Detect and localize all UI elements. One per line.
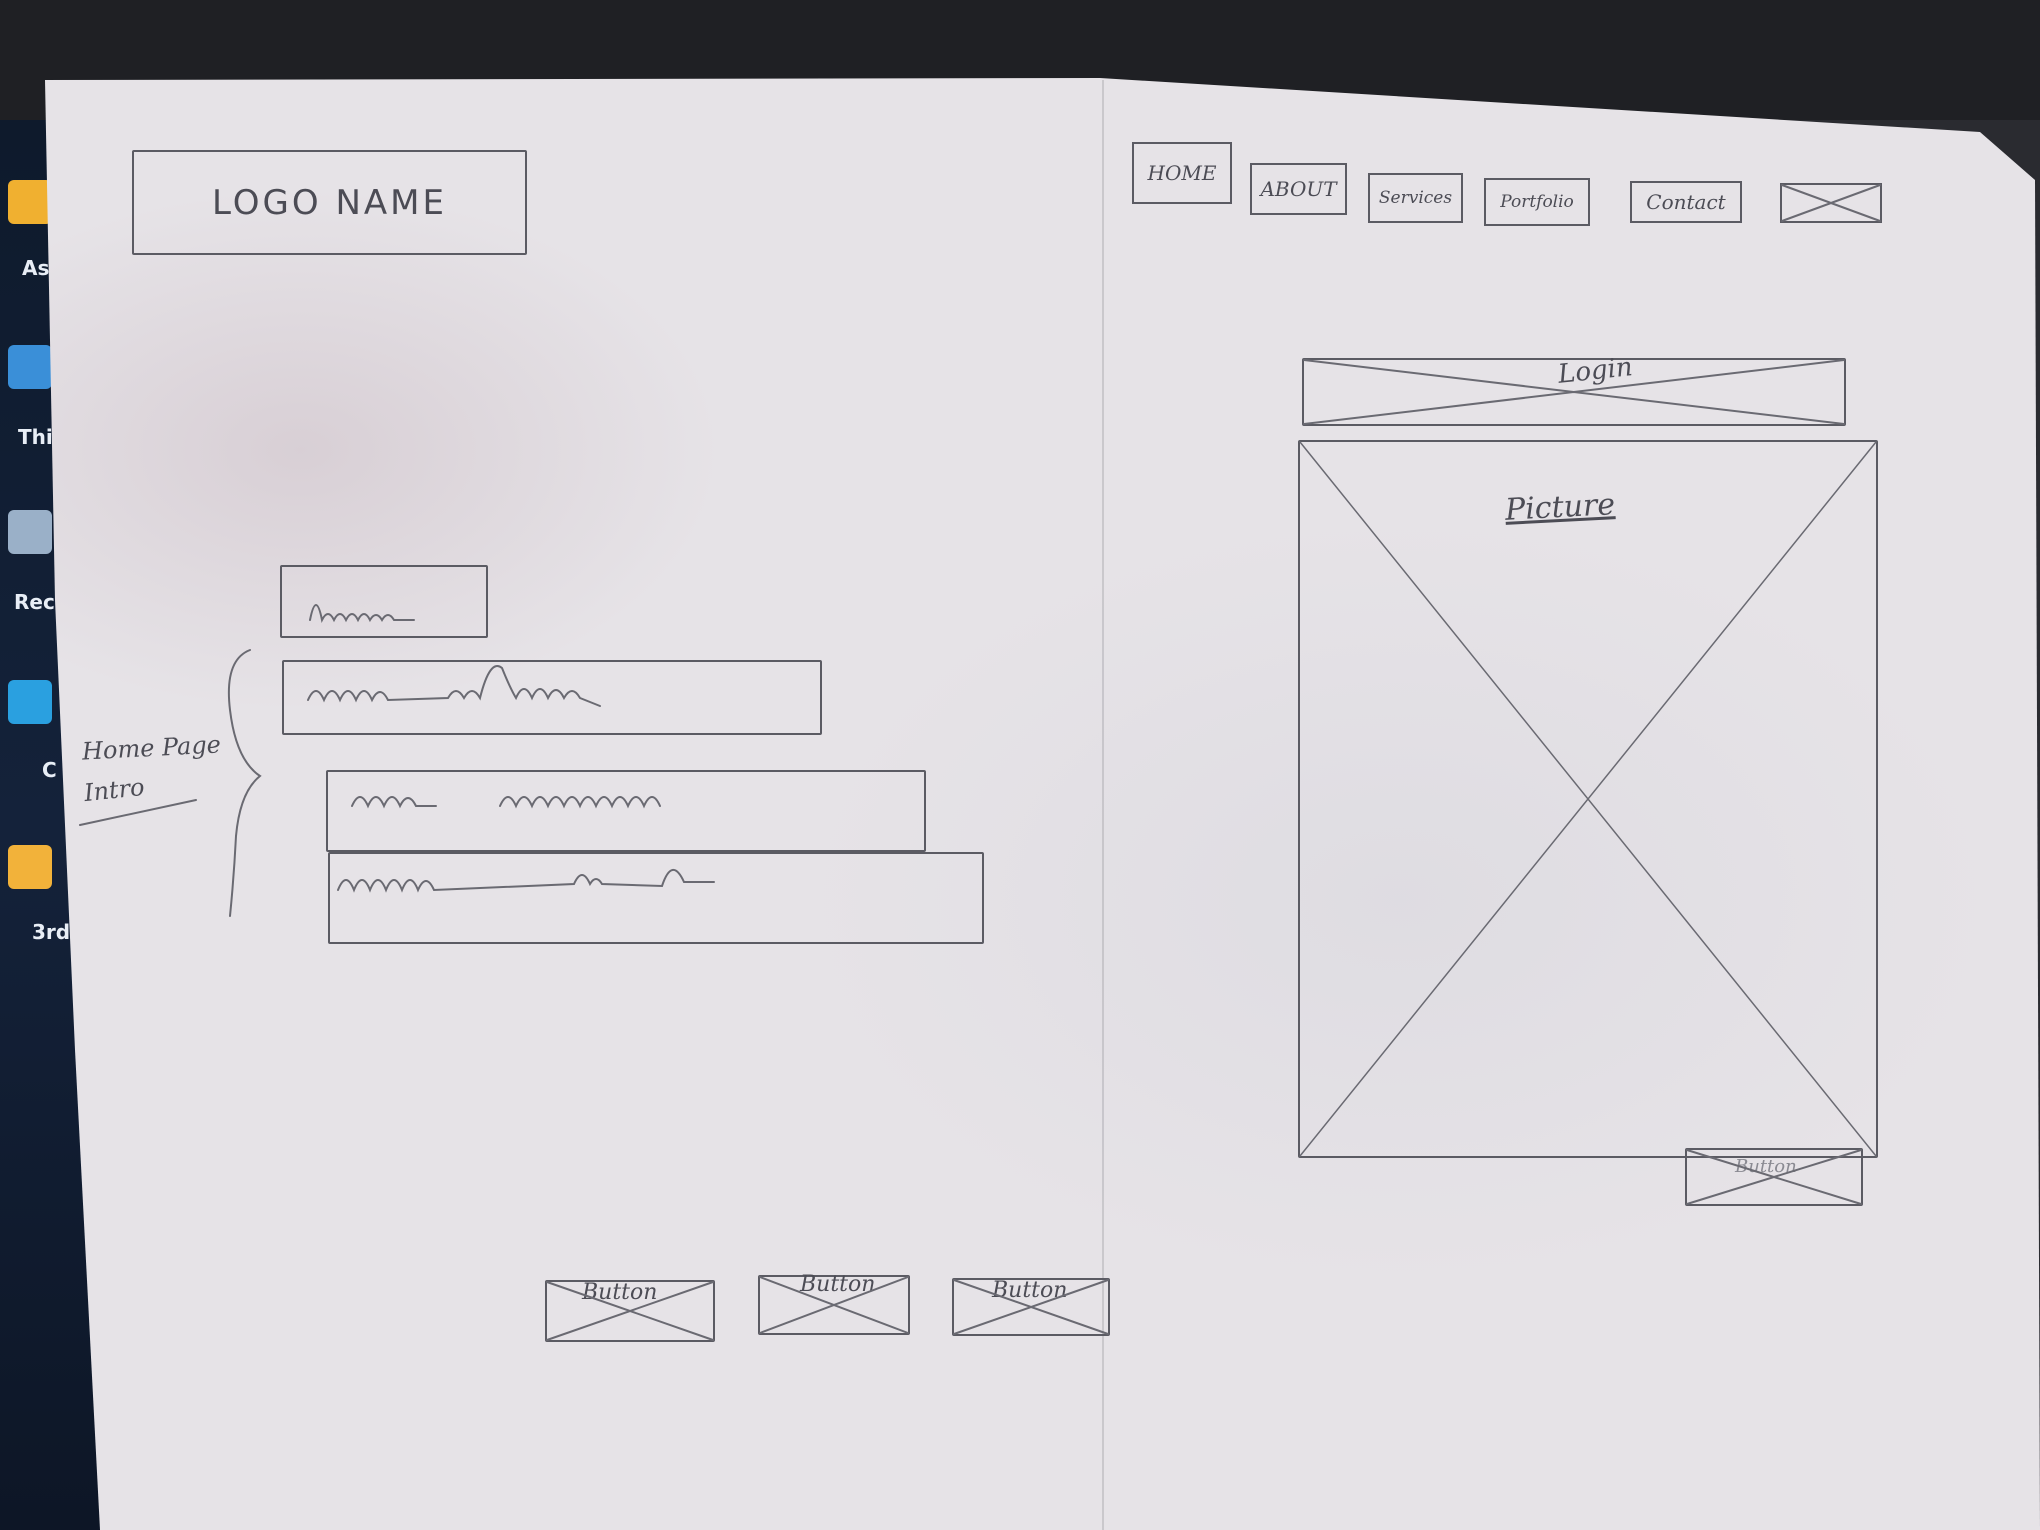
this-pc-icon[interactable] [8, 345, 52, 389]
cta-button[interactable] [758, 1275, 910, 1335]
nav-portfolio[interactable]: Portfolio [1484, 178, 1590, 226]
button-cross [759, 1276, 909, 1334]
button-cross [953, 1279, 1109, 1335]
picture-cross [1299, 441, 1877, 1157]
button-cross [1686, 1149, 1862, 1205]
scribble [307, 665, 601, 707]
app-icon[interactable] [8, 680, 52, 724]
nav-cross [1781, 184, 1881, 222]
nav-label: Portfolio [1500, 192, 1574, 212]
desktop-label: As [22, 256, 50, 280]
nav-label: HOME [1147, 161, 1217, 185]
intro-line-box [326, 770, 926, 852]
underline [79, 799, 197, 826]
picture-placeholder [1298, 440, 1878, 1158]
intro-heading-box [280, 565, 488, 638]
login-cross [1303, 359, 1845, 425]
cta-button[interactable] [952, 1278, 1110, 1336]
picture-button-label: Button [1735, 1156, 1797, 1177]
picture-button[interactable] [1685, 1148, 1863, 1206]
scribble [309, 604, 415, 624]
desktop-label: C [42, 758, 57, 782]
intro-line-box [282, 660, 822, 735]
nav-label: Contact [1646, 190, 1726, 214]
nav-icon-placeholder[interactable] [1780, 183, 1882, 223]
scribble [337, 869, 715, 893]
desktop-label: 3rd [32, 920, 71, 944]
logo-text: LOGO NAME [212, 182, 447, 223]
nav-contact[interactable]: Contact [1630, 181, 1742, 223]
scribble [351, 796, 661, 809]
button-cross [546, 1281, 714, 1341]
intro-line-box [328, 852, 984, 944]
nav-label: Services [1378, 188, 1453, 208]
cta-button-label: Button [582, 1280, 658, 1305]
folder-icon[interactable] [8, 180, 52, 224]
cta-button-label: Button [800, 1272, 876, 1297]
nav-about[interactable]: ABOUT [1250, 163, 1347, 215]
desktop-label: Thi [18, 425, 53, 449]
folder-icon[interactable] [8, 845, 52, 889]
nav-home[interactable]: HOME [1132, 142, 1232, 204]
brace [227, 649, 262, 917]
recycle-bin-icon[interactable] [8, 510, 52, 554]
login-bar[interactable] [1302, 358, 1846, 426]
logo-box: LOGO NAME [132, 150, 527, 255]
nav-label: ABOUT [1260, 177, 1337, 201]
cta-button[interactable] [545, 1280, 715, 1342]
paper-fold [1102, 80, 1104, 1530]
nav-services[interactable]: Services [1368, 173, 1463, 223]
